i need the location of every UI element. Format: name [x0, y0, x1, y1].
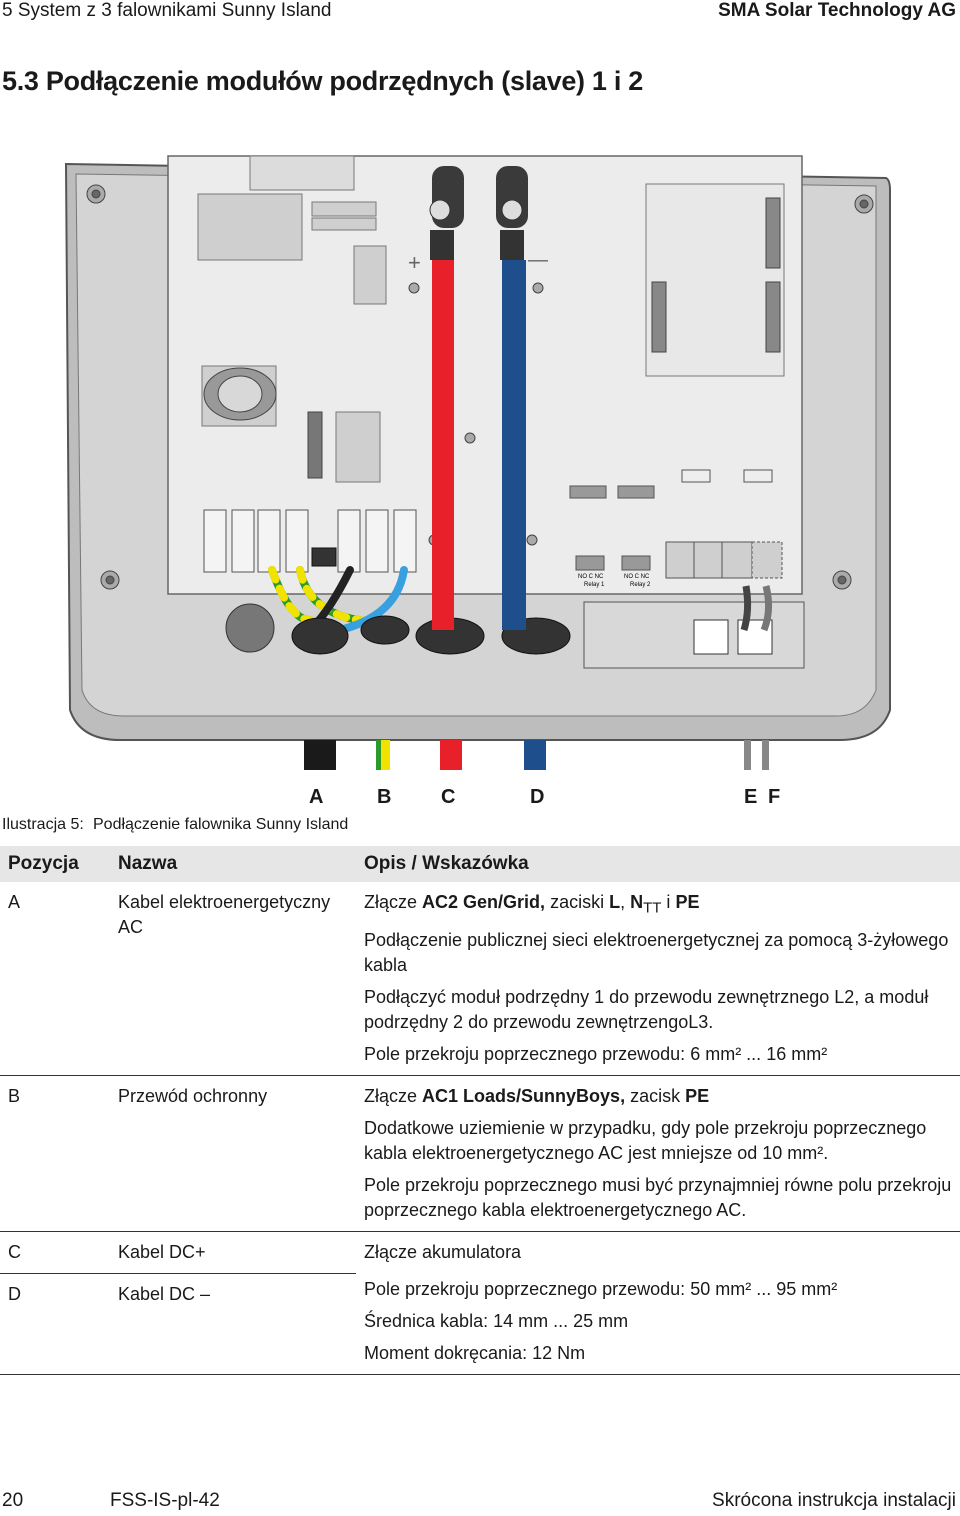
col-header-position: Pozycja	[0, 846, 110, 882]
description-line: Pole przekroju poprzecznego przewodu: 6 …	[364, 1043, 828, 1064]
description-line: Pole przekroju poprzecznego przewodu: 50…	[364, 1279, 838, 1300]
figure-caption-label: Ilustracja 5:	[2, 816, 84, 833]
description-line: Moment dokręcania: 12 Nm	[364, 1343, 586, 1364]
running-header-company: SMA Solar Technology AG	[718, 0, 956, 21]
section-title: 5.3 Podłączenie modułów podrzędnych (sla…	[2, 66, 643, 96]
bold-text: AC1 Loads/SunnyBoys,	[422, 1085, 626, 1106]
row-position: A	[0, 882, 110, 1076]
description-line: Dodatkowe uziemienie w przypadku, gdy po…	[364, 1117, 927, 1163]
bold-text: N	[630, 892, 644, 912]
footer-doc-code: FSS-IS-pl-42	[110, 1490, 220, 1511]
text-span: zacisk	[625, 1085, 686, 1106]
footer-doc-title: Skrócona instrukcja instalacji	[712, 1490, 956, 1511]
dc-cables: + —	[408, 166, 548, 630]
plus-sign: +	[408, 250, 421, 275]
inverter-connection-figure: NO C NC Relay 1 NO C NC Relay 2	[64, 155, 891, 770]
communication-plate	[583, 585, 805, 669]
table-row: D Kabel DC – Pole przekroju poprzecznego…	[0, 1273, 960, 1376]
table-row: B Przewód ochronny Złącze AC1 Loads/Sunn…	[0, 1075, 960, 1232]
bold-text: AC2 Gen/Grid,	[422, 892, 546, 912]
connection-table: Pozycja Nazwa Opis / Wskazówka A Kabel e…	[0, 846, 960, 1376]
description-line: Podłączyć moduł podrzędny 1 do przewodu …	[364, 986, 929, 1032]
row-name: Kabel DC+	[110, 1231, 356, 1274]
description-line: Pole przekroju poprzecznego musi być prz…	[364, 1174, 952, 1220]
row-position: C	[0, 1231, 110, 1274]
running-header-chapter: 5 System z 3 falownikami Sunny Island	[2, 0, 332, 21]
figure-label-d: D	[530, 786, 545, 808]
figure-label-a: A	[309, 786, 324, 808]
description-line: Średnica kabla: 14 mm ... 25 mm	[364, 1311, 629, 1332]
description-line: Złącze AC2 Gen/Grid, zaciski L, NTT i PE	[364, 890, 952, 921]
relay1-contacts: NO C NC	[578, 574, 604, 580]
description-line: Złącze akumulatora	[364, 1241, 522, 1262]
bold-text: L	[609, 892, 621, 912]
col-header-name: Nazwa	[110, 846, 356, 882]
table-header-row: Pozycja Nazwa Opis / Wskazówka	[0, 846, 960, 882]
text-span: ,	[620, 892, 631, 912]
figure-label-c: C	[441, 786, 456, 808]
exit-cables	[304, 740, 769, 770]
description-line: Podłączenie publicznej sieci elektroener…	[364, 929, 949, 975]
text-span: i	[661, 892, 676, 912]
table-row: C Kabel DC+ Złącze akumulatora	[0, 1231, 960, 1274]
description-line: Złącze AC1 Loads/SunnyBoys, zacisk PE	[364, 1084, 952, 1109]
relay1-name: Relay 1	[584, 582, 605, 588]
relay2-name: Relay 2	[630, 582, 651, 588]
cable-glands	[225, 603, 571, 655]
footer-page-number: 20	[2, 1490, 24, 1511]
text-span: Złącze	[364, 1085, 423, 1106]
figure-label-e: E	[744, 786, 758, 808]
figure-label-b: B	[377, 786, 392, 808]
row-description: Złącze AC1 Loads/SunnyBoys, zacisk PE Do…	[356, 1075, 960, 1232]
row-name: Przewód ochronny	[110, 1075, 356, 1232]
table-row: A Kabel elektroenergetyczny AC Złącze AC…	[0, 882, 960, 1076]
text-span: zaciski	[545, 892, 610, 912]
bold-text: PE	[685, 1085, 710, 1106]
minus-sign: —	[528, 249, 548, 271]
row-name: Kabel elektroenergetyczny AC	[110, 882, 356, 1076]
ferrite-core	[203, 367, 277, 421]
row-description: Złącze akumulatora	[356, 1231, 960, 1273]
relay2-contacts: NO C NC	[624, 574, 650, 580]
row-position: D	[0, 1273, 110, 1376]
ac-terminal-block	[203, 509, 417, 573]
figure-label-f: F	[768, 786, 781, 808]
row-position: B	[0, 1075, 110, 1232]
row-description: Pole przekroju poprzecznego przewodu: 50…	[356, 1273, 960, 1376]
text-span: Złącze	[364, 892, 423, 912]
row-description: Złącze AC2 Gen/Grid, zaciski L, NTT i PE…	[356, 882, 960, 1076]
bold-text: PE	[675, 892, 700, 912]
col-header-description: Opis / Wskazówka	[356, 846, 960, 882]
figure-caption-text: Podłączenie falownika Sunny Island	[93, 816, 349, 833]
subscript-text: TT	[643, 899, 662, 917]
row-name: Kabel DC –	[110, 1273, 356, 1376]
